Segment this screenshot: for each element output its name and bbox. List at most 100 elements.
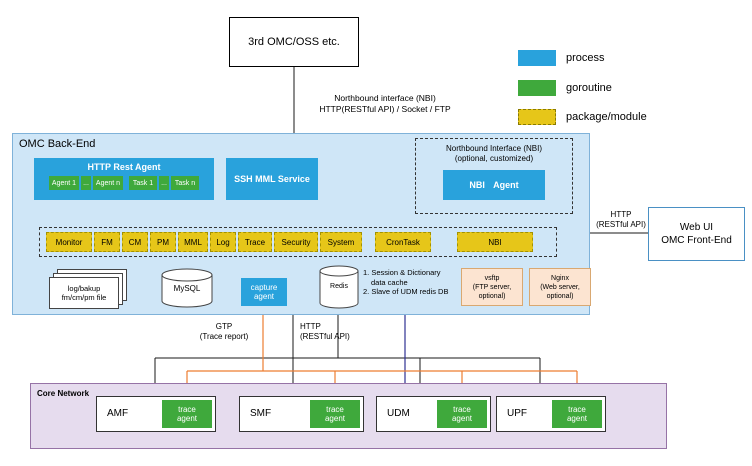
module-monitor: Monitor bbox=[46, 232, 92, 252]
http-bottom-line1: HTTP bbox=[300, 322, 321, 331]
backend-title: OMC Back-End bbox=[19, 138, 96, 150]
core-network-title: Core Network bbox=[37, 389, 90, 398]
external-omc-oss-box: 3rd OMC/OSS etc. bbox=[229, 17, 359, 67]
log-files-stack: log/bakup fm/cm/pm file bbox=[49, 269, 127, 311]
legend-goroutine-label: goroutine bbox=[566, 82, 612, 94]
capture-agent-line2: agent bbox=[253, 292, 275, 301]
gtp-trace-label: GTP (Trace report) bbox=[188, 322, 260, 342]
nf-node-upf: UPF trace agent bbox=[496, 396, 606, 432]
trace-agent-line1: trace bbox=[568, 405, 586, 414]
capture-agent-line1: capture bbox=[250, 283, 278, 292]
package-swatch-icon bbox=[518, 109, 556, 125]
omc-frontend-label: OMC Front-End bbox=[661, 235, 732, 246]
http-restful-label-bottom: HTTP (RESTful API) bbox=[300, 322, 376, 342]
agent-task-chips: Agent 1 ... Agent n Task 1 ... Task n bbox=[34, 176, 214, 190]
http-rest-agent-box: HTTP Rest Agent Agent 1 ... Agent n Task… bbox=[34, 158, 214, 200]
nf-node-udm: UDM trace agent bbox=[376, 396, 491, 432]
module-mml: MML bbox=[178, 232, 208, 252]
http-bottom-line2: (RESTful API) bbox=[300, 332, 350, 341]
capture-agent-box: capture agent bbox=[241, 278, 287, 306]
core-network-panel: Core Network AMF trace agent SMF trace a… bbox=[30, 383, 667, 449]
trace-agent-box: trace agent bbox=[552, 400, 602, 428]
trace-agent-line1: trace bbox=[178, 405, 196, 414]
goroutine-swatch-icon bbox=[518, 80, 556, 96]
nf-name: UPF bbox=[507, 408, 527, 419]
process-swatch-icon bbox=[518, 50, 556, 66]
module-cm: CM bbox=[122, 232, 148, 252]
redis-note-line3: 2. Slave of UDM redis DB bbox=[363, 287, 449, 296]
module-nbi: NBI bbox=[457, 232, 533, 252]
external-omc-oss-label: 3rd OMC/OSS etc. bbox=[248, 36, 340, 48]
module-fm: FM bbox=[94, 232, 120, 252]
trace-agent-box: trace agent bbox=[437, 400, 487, 428]
nf-node-smf: SMF trace agent bbox=[239, 396, 364, 432]
trace-agent-line1: trace bbox=[326, 405, 344, 414]
trace-agent-line1: trace bbox=[453, 405, 471, 414]
web-ui-frontend-box: Web UI OMC Front-End bbox=[648, 207, 745, 261]
module-security: Security bbox=[274, 232, 318, 252]
nf-node-amf: AMF trace agent bbox=[96, 396, 216, 432]
nginx-line2: (Web server, bbox=[540, 283, 580, 291]
nginx-line3: optional) bbox=[546, 292, 574, 300]
task-chip: Task n bbox=[171, 176, 199, 190]
gtp-line1: GTP bbox=[215, 322, 233, 331]
vsftp-box: vsftp (FTP server, optional) bbox=[461, 268, 523, 306]
ssh-mml-service-box: SSH MML Service bbox=[226, 158, 318, 200]
legend-process: process bbox=[518, 50, 605, 66]
file-sheet-icon bbox=[49, 277, 119, 309]
redis-database: Redis bbox=[319, 265, 359, 309]
vsftp-line2: (FTP server, bbox=[472, 283, 512, 291]
vsftp-line3: optional) bbox=[478, 292, 506, 300]
legend: process goroutine package/module bbox=[518, 50, 688, 130]
nbi-note-line2: HTTP(RESTful API) / Socket / FTP bbox=[319, 104, 451, 114]
agent-chip: Agent 1 bbox=[49, 176, 79, 190]
http-right-line1: HTTP bbox=[610, 210, 632, 219]
trace-agent-line2: agent bbox=[176, 414, 198, 423]
http-restful-label-right: HTTP (RESTful API) bbox=[592, 210, 650, 230]
agent-ellipsis-chip: ... bbox=[81, 176, 91, 190]
module-crontask: CronTask bbox=[375, 232, 431, 252]
nf-name: SMF bbox=[250, 408, 272, 419]
files-label-line2: fm/cm/pm file bbox=[61, 293, 107, 302]
web-ui-label: Web UI bbox=[679, 222, 714, 233]
nbi-container-title: Northbound Interface (NBI) bbox=[445, 144, 543, 153]
agent-chip: Agent n bbox=[93, 176, 123, 190]
trace-agent-line2: agent bbox=[451, 414, 473, 423]
vsftp-line1: vsftp bbox=[484, 274, 500, 282]
nginx-box: Nginx (Web server, optional) bbox=[529, 268, 591, 306]
task-chip: Task 1 bbox=[129, 176, 157, 190]
redis-note: 1. Session & Dictionary data cache 2. Sl… bbox=[363, 268, 475, 297]
files-label-line1: log/bakup bbox=[67, 284, 101, 293]
redis-label: Redis bbox=[330, 283, 348, 290]
redis-note-line2: data cache bbox=[371, 277, 408, 287]
gtp-line2: (Trace report) bbox=[199, 332, 249, 341]
legend-package: package/module bbox=[518, 109, 647, 125]
nginx-line1: Nginx bbox=[551, 274, 569, 282]
northbound-interface-note: Northbound interface (NBI) HTTP(RESTful … bbox=[300, 93, 470, 115]
trace-agent-box: trace agent bbox=[310, 400, 360, 428]
legend-process-label: process bbox=[566, 52, 605, 64]
legend-goroutine: goroutine bbox=[518, 80, 612, 96]
database-cylinder-icon bbox=[161, 268, 213, 308]
module-trace: Trace bbox=[238, 232, 272, 252]
redis-note-line1: 1. Session & Dictionary bbox=[363, 268, 441, 277]
trace-agent-line2: agent bbox=[566, 414, 588, 423]
mysql-database: MySQL bbox=[161, 268, 213, 308]
module-system: System bbox=[320, 232, 362, 252]
http-right-line2: (RESTful API) bbox=[596, 220, 646, 229]
module-pm: PM bbox=[150, 232, 176, 252]
trace-agent-line2: agent bbox=[324, 414, 346, 423]
files-label: log/bakup fm/cm/pm file bbox=[49, 277, 119, 309]
nbi-note-line1: Northbound interface (NBI) bbox=[334, 93, 436, 103]
mysql-label: MySQL bbox=[173, 284, 201, 293]
nbi-agent-box: NBI Agent bbox=[443, 170, 545, 200]
trace-agent-box: trace agent bbox=[162, 400, 212, 428]
http-rest-agent-title: HTTP Rest Agent bbox=[87, 162, 161, 172]
omc-backend-panel: OMC Back-End HTTP Rest Agent Agent 1 ...… bbox=[12, 133, 591, 315]
legend-package-label: package/module bbox=[566, 111, 647, 123]
task-ellipsis-chip: ... bbox=[159, 176, 169, 190]
nf-name: UDM bbox=[387, 408, 410, 419]
module-log: Log bbox=[210, 232, 236, 252]
nbi-optional-container: Northbound Interface (NBI) (optional, cu… bbox=[415, 138, 573, 214]
